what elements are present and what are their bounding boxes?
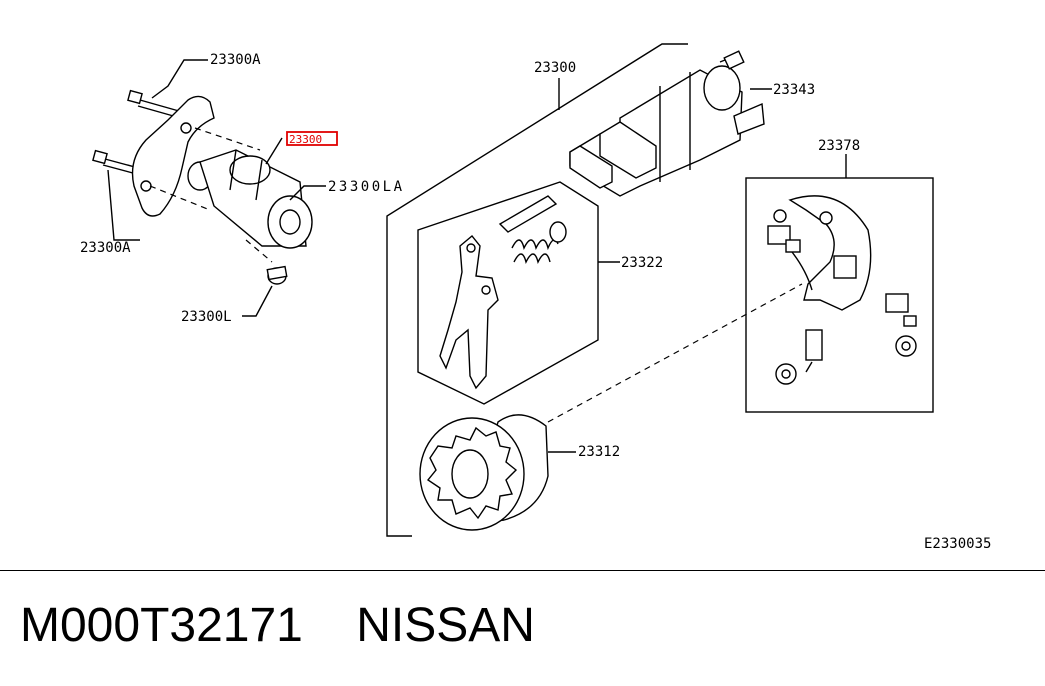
- label-23378[interactable]: 23378: [818, 138, 860, 154]
- pinion-gear-drawing[interactable]: [419, 414, 549, 531]
- cap-23300L-part[interactable]: [266, 265, 288, 285]
- label-23300L[interactable]: 23300L: [181, 309, 232, 325]
- label-23300A-top[interactable]: 23300A: [210, 52, 261, 68]
- lever-kit-drawing[interactable]: [439, 195, 567, 390]
- label-23300A-bottom[interactable]: 23300A: [80, 240, 131, 256]
- footer-title: M000T32171 NISSAN: [20, 598, 535, 653]
- assembly-bracket: [386, 43, 688, 537]
- label-23312[interactable]: 23312: [578, 444, 620, 460]
- lever-kit-frame: [417, 181, 599, 405]
- parts-diagram: 23300A 23300A 23300 23300LA 23300L 23300…: [80, 43, 991, 552]
- diagram-code: E2330035: [924, 536, 991, 552]
- starter-assembly-drawing: [92, 59, 326, 317]
- footer-divider: [0, 570, 1045, 571]
- brand-name: NISSAN: [356, 599, 535, 652]
- footer-gap: [303, 599, 356, 652]
- brush-holder-drawing[interactable]: [767, 195, 917, 385]
- solenoid-drawing[interactable]: [569, 50, 765, 197]
- label-23322[interactable]: 23322: [621, 255, 663, 271]
- label-23300-highlighted[interactable]: 23300: [289, 133, 322, 146]
- highlight-box[interactable]: [286, 131, 338, 146]
- label-23300-assembly[interactable]: 23300: [534, 60, 576, 76]
- label-23300LA[interactable]: 23300LA: [328, 179, 403, 195]
- mounting-bracket: [131, 95, 215, 217]
- starter-motor-body[interactable]: [187, 149, 313, 249]
- label-23343[interactable]: 23343: [773, 82, 815, 98]
- part-number: M000T32171: [20, 599, 303, 652]
- brush-holder-frame: [745, 177, 934, 413]
